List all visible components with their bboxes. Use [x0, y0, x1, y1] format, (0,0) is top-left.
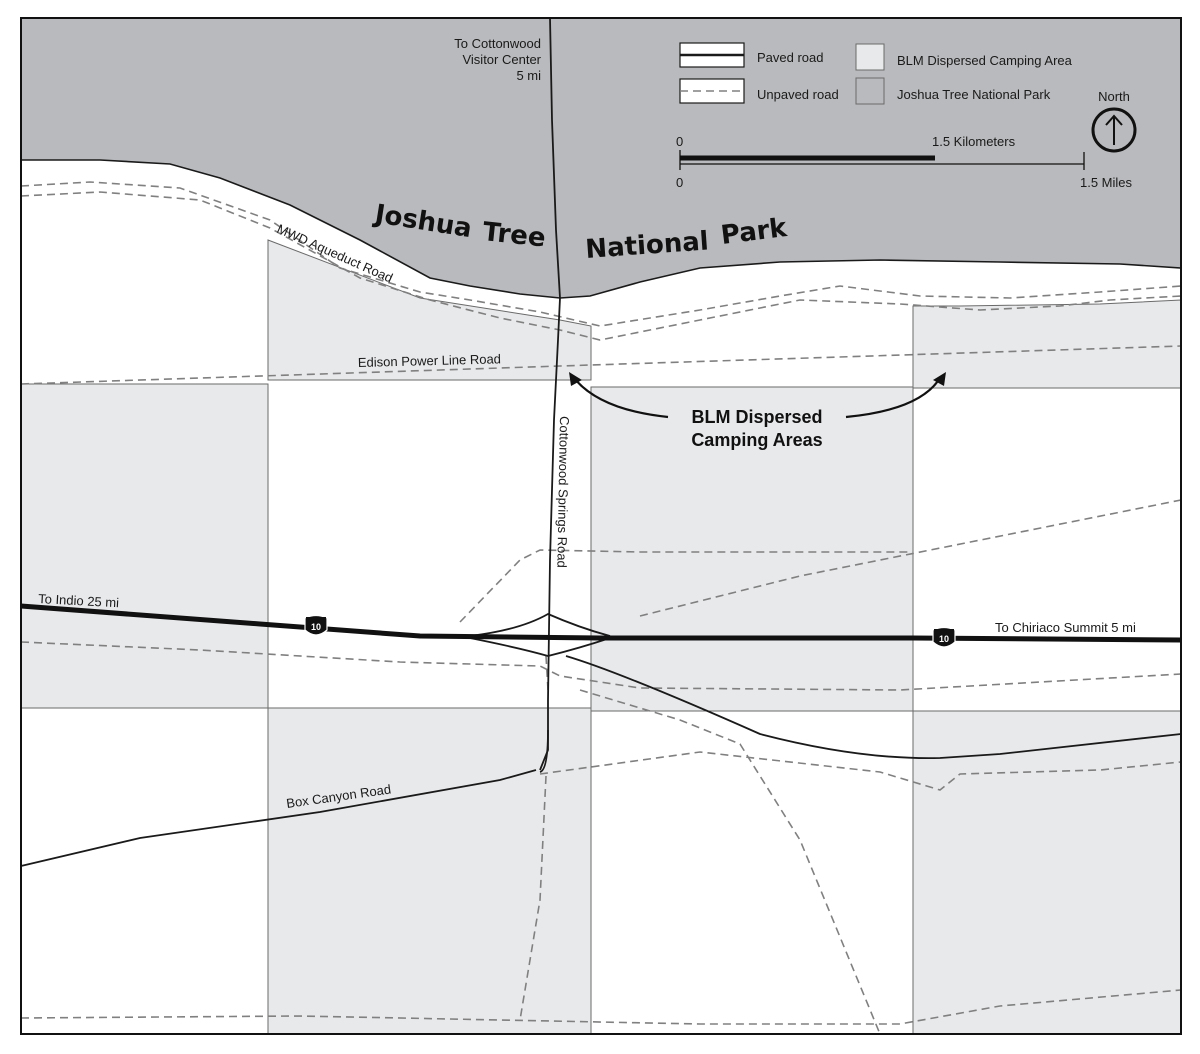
unpaved-road-diagonal-1: [459, 549, 913, 623]
to-chiriaco-summit-label: To Chiriaco Summit 5 mi: [995, 620, 1136, 635]
paved-road-southeast: [565, 655, 1182, 760]
blm-area-west: [20, 383, 269, 709]
cottonwood-springs-road: [539, 17, 561, 771]
legend-paved-label: Paved road: [757, 50, 824, 65]
legend-blm-area: BLM Dispersed Camping Area: [855, 43, 1073, 71]
cottonwood-springs-road-label: Cottonwood Springs Road: [554, 416, 572, 568]
blm-area-north-east: [912, 299, 1182, 389]
to-cottonwood-label: To Cottonwood Visitor Center 5 mi: [454, 36, 541, 83]
cottonwood-springs-road-south-bend: [539, 729, 549, 773]
blm-area-south: [267, 707, 592, 1035]
blm-area-center: [590, 386, 914, 712]
to-cottonwood-line-1: To Cottonwood: [454, 36, 541, 51]
unpaved-road-diagonal-2: [639, 499, 1182, 617]
callout-line-1: BLM Dispersed: [691, 407, 822, 427]
unpaved-road-south-east: [539, 751, 1182, 791]
legend-unpaved-label: Unpaved road: [757, 87, 839, 102]
legend-blm-label: BLM Dispersed Camping Area: [897, 53, 1073, 68]
north-label: North: [1098, 89, 1130, 104]
arrowhead-right-icon: [933, 372, 946, 386]
edison-power-line-road-label: Edison Power Line Road: [358, 351, 501, 370]
interstate-shield-icon: 10: [932, 626, 956, 648]
blm-area-north-west: [267, 239, 592, 381]
legend-unpaved-road: Unpaved road: [679, 78, 839, 104]
scale-mi-zero: 0: [676, 175, 683, 190]
to-cottonwood-line-2: Visitor Center: [462, 52, 541, 67]
callout-arrow-left: [573, 377, 669, 419]
box-canyon-road: [20, 769, 537, 867]
unpaved-road-south-west: [20, 641, 1182, 691]
unpaved-road-north-2: [20, 191, 1182, 341]
scale-km-zero: 0: [676, 134, 683, 149]
scale-mi-label: 1.5 Miles: [1080, 175, 1133, 190]
unpaved-road-south-diag: [579, 689, 881, 1035]
park-label-tree: Tree: [481, 217, 547, 253]
edison-power-line-road: [20, 345, 1182, 385]
legend: Paved road Unpaved road BLM Dispersed Ca…: [676, 42, 1137, 190]
interchange-ramp-south: [469, 637, 611, 657]
blm-area-east: [912, 710, 1182, 1035]
interstate-shield-number: 10: [939, 634, 949, 644]
legend-park-label: Joshua Tree National Park: [897, 87, 1051, 102]
callout-line-2: Camping Areas: [691, 430, 822, 450]
blm-callout: BLM Dispersed Camping Areas: [569, 372, 946, 450]
callout-arrow-right: [845, 377, 941, 419]
paved-roads: [20, 17, 1182, 867]
interstate-10: [20, 603, 1182, 643]
interstate-shield-number: 10: [311, 622, 321, 632]
north-arrow-icon: North: [1091, 89, 1137, 153]
map-border: [20, 17, 1182, 1035]
unpaved-road-north-1: [20, 181, 1182, 327]
unpaved-roads: [20, 181, 1182, 1035]
interstate-shield-icon: 10: [304, 614, 328, 636]
unpaved-road-south-spur: [519, 775, 547, 1021]
to-indio-label: To Indio 25 mi: [38, 591, 120, 610]
blm-camping-areas: [20, 239, 1182, 1035]
scale-bar: 0 1.5 Kilometers 0 1.5 Miles: [676, 134, 1133, 190]
arrowhead-left-icon: [569, 372, 582, 386]
scale-km-label: 1.5 Kilometers: [932, 134, 1016, 149]
legend-park-area: Joshua Tree National Park: [855, 77, 1051, 105]
to-cottonwood-line-3: 5 mi: [516, 68, 541, 83]
interchange-ramp-north: [469, 612, 611, 637]
legend-paved-road: Paved road: [679, 42, 824, 68]
